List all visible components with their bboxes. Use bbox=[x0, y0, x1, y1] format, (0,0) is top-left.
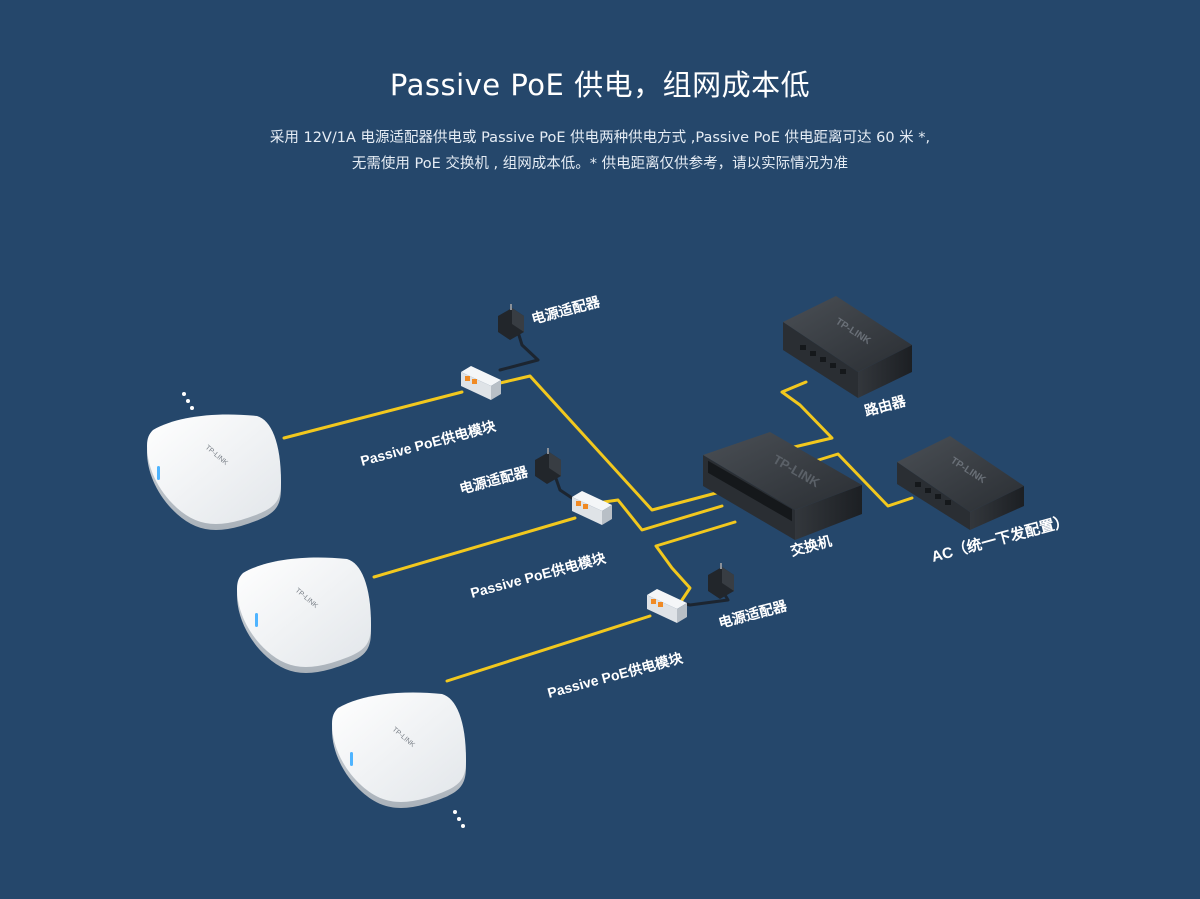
poe-module-1-icon bbox=[461, 366, 501, 400]
power-adapter-2-icon bbox=[535, 448, 561, 484]
data-cable-ap3 bbox=[445, 614, 652, 683]
label-poe-module-3: Passive PoE供电模块 bbox=[546, 649, 686, 701]
led-indicator-icon bbox=[255, 613, 258, 627]
cables bbox=[282, 330, 914, 683]
access-point-1: TP-LINK bbox=[147, 414, 281, 530]
poe-module-3-icon bbox=[647, 589, 687, 623]
label-ac: AC（统一下发配置） bbox=[929, 512, 1071, 566]
power-cable-1 bbox=[498, 330, 540, 372]
access-point-2: TP-LINK bbox=[237, 557, 371, 673]
label-router: 路由器 bbox=[863, 392, 909, 419]
led-indicator-icon bbox=[157, 466, 160, 480]
more-dots-icon bbox=[453, 810, 465, 828]
ac-device: TP-LINK bbox=[897, 436, 1024, 530]
label-adapter-1: 电源适配器 bbox=[530, 293, 603, 327]
page-title: Passive PoE 供电，组网成本低 bbox=[389, 68, 811, 102]
label-poe-module-2: Passive PoE供电模块 bbox=[469, 549, 609, 601]
data-cable-module3-switch bbox=[654, 520, 737, 602]
data-cable-ap2 bbox=[372, 516, 577, 579]
data-cable-module1-switch bbox=[498, 374, 722, 512]
led-indicator-icon bbox=[350, 752, 353, 766]
data-cable-ap1 bbox=[282, 390, 464, 440]
data-cable-module2-switch bbox=[602, 498, 724, 532]
data-cable-switch-ac bbox=[810, 452, 914, 508]
poe-module-2-icon bbox=[572, 491, 612, 525]
router-device: TP-LINK bbox=[783, 296, 912, 398]
label-poe-module-1: Passive PoE供电模块 bbox=[359, 417, 499, 469]
switch-device: TP-LINK bbox=[703, 432, 862, 540]
power-adapter-1-icon bbox=[498, 304, 524, 340]
description-line-1: 采用 12V/1A 电源适配器供电或 Passive PoE 供电两种供电方式 … bbox=[269, 130, 931, 146]
label-adapter-3: 电源适配器 bbox=[717, 597, 790, 631]
label-adapter-2: 电源适配器 bbox=[458, 463, 531, 497]
access-point-3: TP-LINK bbox=[332, 692, 466, 808]
data-cable-switch-router bbox=[780, 380, 834, 450]
switch-ports bbox=[708, 460, 792, 522]
more-dots-icon bbox=[182, 392, 194, 410]
description-line-2: 无需使用 PoE 交换机 , 组网成本低。* 供电距离仅供参考，请以实际情况为准 bbox=[351, 156, 849, 172]
power-adapter-3-icon bbox=[708, 563, 734, 599]
